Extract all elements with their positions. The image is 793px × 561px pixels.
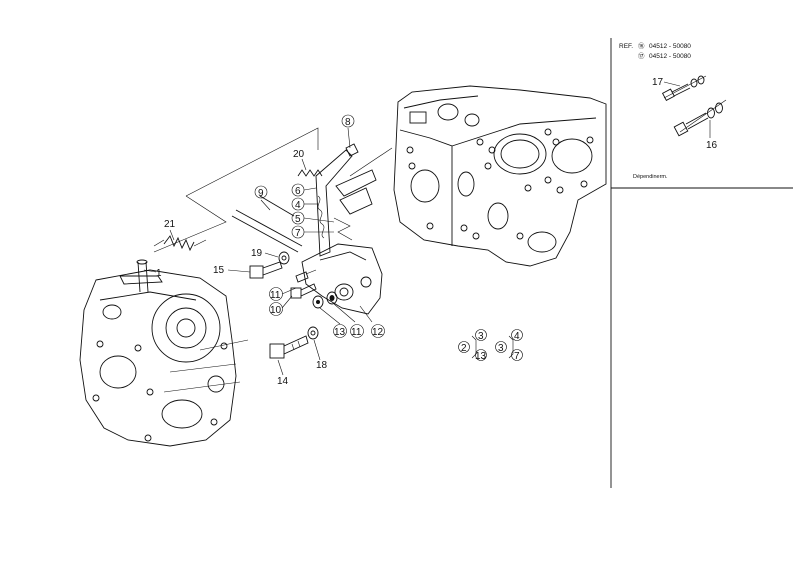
callout-circle-8 <box>341 114 355 128</box>
leader-lines <box>143 127 373 376</box>
callout-circle-4 <box>291 197 305 211</box>
nut-part-13 <box>312 295 324 309</box>
washer-part-18 <box>307 326 319 340</box>
callout-circle-11b <box>350 324 364 338</box>
bolt-part-15 <box>249 261 283 279</box>
callout-20: 20 <box>293 149 305 160</box>
ref-number-2: 04512 - 50080 <box>649 53 691 60</box>
callout-21: 21 <box>164 219 176 230</box>
callout-circle-5 <box>291 211 305 225</box>
gear-case-illustration <box>79 259 249 447</box>
ref-number-1: 04512 - 50080 <box>649 43 691 50</box>
screw-part-11-upper <box>295 269 317 283</box>
callout-4: 4 <box>295 200 301 211</box>
callout-14: 14 <box>277 376 289 387</box>
nut-part-11-lower <box>326 291 338 305</box>
callout-8: 8 <box>345 117 351 128</box>
ref-marker-2: ⑰ <box>638 52 645 60</box>
callout-circle-7 <box>291 225 305 239</box>
inset-caption: Dépendinerm. <box>633 174 668 180</box>
engine-block-illustration <box>393 85 607 267</box>
callout-numbers: 8 20 6 9 4 5 7 21 1 19 15 11 10 13 11 12… <box>156 114 385 387</box>
callout-18: 18 <box>316 360 328 371</box>
callout-circle-12 <box>371 324 385 338</box>
spring-part-20 <box>297 169 323 177</box>
callout-circle-10 <box>269 302 283 316</box>
inset-panel: REF. ⑯ 04512 - 50080 ⑰ 04512 - 50080 17 … <box>610 38 793 488</box>
inset-callout-17: 17 <box>652 77 664 88</box>
callout-15: 15 <box>213 265 225 276</box>
screw-part-10 <box>290 283 317 299</box>
callout-circle-9 <box>254 185 268 199</box>
inset-bolt-17 <box>661 75 707 102</box>
callout-11a: 11 <box>270 290 281 301</box>
inset-bolt-16 <box>673 99 727 137</box>
inset-callout-16: 16 <box>706 140 718 151</box>
callout-9: 9 <box>258 188 264 199</box>
callout-circle-13 <box>333 324 347 338</box>
part-set-2: 2 3 13 <box>458 329 487 362</box>
callout-12: 12 <box>372 327 384 338</box>
callout-10: 10 <box>270 305 282 316</box>
callout-7: 7 <box>295 228 301 239</box>
part-set-3: 3 4 7 <box>495 329 523 362</box>
callout-19: 19 <box>251 248 263 259</box>
callout-5: 5 <box>295 214 301 225</box>
callout-1: 1 <box>156 268 162 279</box>
callout-circle-6 <box>291 183 305 197</box>
set-2-item-13: 13 <box>475 351 487 362</box>
set-3-item-4: 4 <box>514 331 520 342</box>
callout-circle-11a <box>269 287 283 301</box>
set-3-item-7: 7 <box>514 351 520 362</box>
callout-13: 13 <box>334 327 346 338</box>
callout-11b: 11 <box>351 327 362 338</box>
washer-part-19 <box>278 251 290 265</box>
assembly-guides <box>153 127 393 253</box>
spring-part-21 <box>153 235 207 252</box>
set-2-item-3: 3 <box>478 331 484 342</box>
set-3-lead: 3 <box>498 343 504 354</box>
ref-marker-1: ⑯ <box>638 42 645 50</box>
ref-label: REF. <box>619 43 633 50</box>
set-2-lead: 2 <box>461 343 467 354</box>
callout-6: 6 <box>295 186 301 197</box>
bolt-part-14 <box>269 335 309 359</box>
